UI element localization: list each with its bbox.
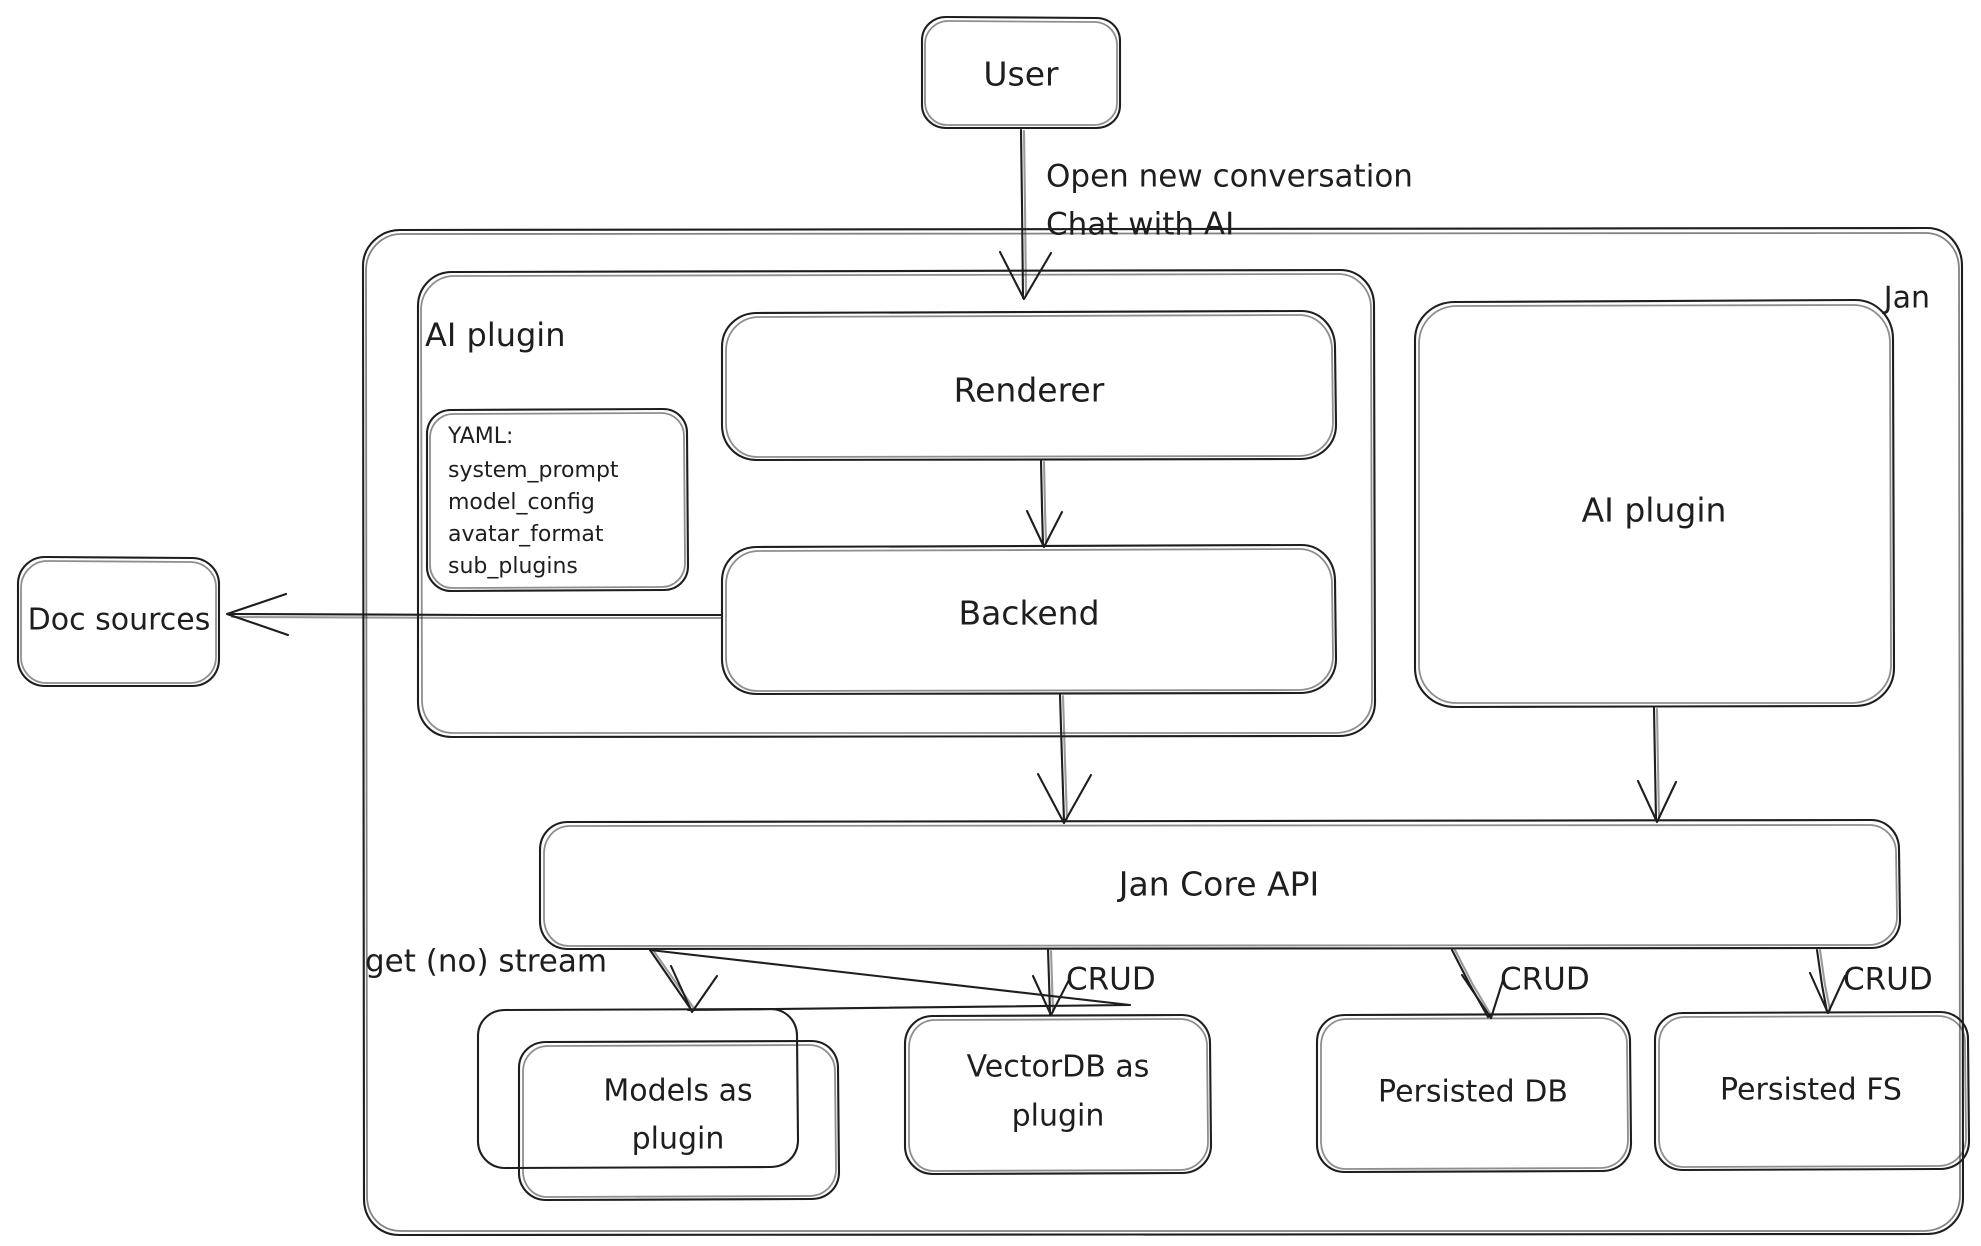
edge-core-to-persisted-db: CRUD	[1450, 948, 1590, 1020]
edge-user-to-renderer-label-line1: Open new conversation	[1046, 159, 1413, 195]
yaml-note-item-3: sub_plugins	[448, 554, 578, 579]
edge-backend-to-doc-sources	[225, 592, 724, 637]
node-vectordb-as-plugin-label-line1: VectorDB as	[967, 1050, 1150, 1085]
group-jan-label: Jan	[1882, 281, 1930, 316]
node-models-as-plugin-label-line2: plugin	[632, 1122, 725, 1157]
node-ai-plugin-right[interactable]: AI plugin	[1413, 298, 1896, 709]
node-user[interactable]: User	[920, 15, 1122, 130]
edge-ai-plugin-to-core	[1636, 706, 1678, 824]
edge-core-to-models-label: get (no) stream	[365, 944, 607, 980]
group-ai-plugin: AI plugin	[416, 268, 1377, 739]
node-ai-plugin-right-label: AI plugin	[1582, 491, 1727, 530]
node-jan-core-api[interactable]: Jan Core API	[538, 818, 1902, 951]
edge-user-to-renderer: Open new conversation Chat with AI	[998, 128, 1413, 301]
edge-user-to-renderer-label-line2: Chat with AI	[1046, 207, 1234, 243]
edge-core-to-persisted-fs-label: CRUD	[1843, 962, 1933, 998]
node-renderer[interactable]: Renderer	[720, 309, 1338, 462]
group-ai-plugin-label: AI plugin	[425, 316, 565, 354]
node-persisted-fs-label: Persisted FS	[1720, 1073, 1902, 1108]
node-persisted-db[interactable]: Persisted DB	[1315, 1012, 1633, 1174]
edge-backend-to-core	[1036, 693, 1093, 825]
edge-core-to-models: get (no) stream	[365, 944, 1132, 1014]
node-jan-core-api-label: Jan Core API	[1117, 865, 1319, 904]
edge-core-to-persisted-fs: CRUD	[1808, 948, 1933, 1015]
edge-core-to-persisted-db-label: CRUD	[1500, 962, 1590, 998]
edge-core-to-vectordb-label: CRUD	[1066, 962, 1156, 998]
node-vectordb-as-plugin-label-line2: plugin	[1012, 1099, 1105, 1134]
node-backend[interactable]: Backend	[720, 543, 1338, 696]
node-persisted-db-label: Persisted DB	[1378, 1075, 1568, 1110]
node-vectordb-as-plugin[interactable]: VectorDB as plugin	[903, 1013, 1213, 1176]
node-renderer-label: Renderer	[954, 371, 1105, 410]
node-yaml-note[interactable]: YAML: system_prompt model_config avatar_…	[425, 407, 690, 593]
yaml-note-item-1: model_config	[448, 490, 595, 515]
yaml-note-item-0: system_prompt	[448, 458, 619, 483]
node-backend-label: Backend	[958, 594, 1099, 633]
edge-renderer-to-backend	[1025, 459, 1064, 549]
node-doc-sources[interactable]: Doc sources	[16, 555, 221, 688]
yaml-note-header: YAML:	[447, 424, 513, 449]
group-jan: Jan	[361, 226, 1965, 1237]
node-user-label: User	[983, 55, 1059, 94]
node-models-as-plugin[interactable]: Models as plugin	[476, 1007, 841, 1202]
yaml-note-item-2: avatar_format	[448, 522, 604, 547]
node-models-as-plugin-label-line1: Models as	[603, 1074, 752, 1109]
node-doc-sources-label: Doc sources	[28, 603, 211, 638]
node-persisted-fs[interactable]: Persisted FS	[1653, 1010, 1971, 1172]
